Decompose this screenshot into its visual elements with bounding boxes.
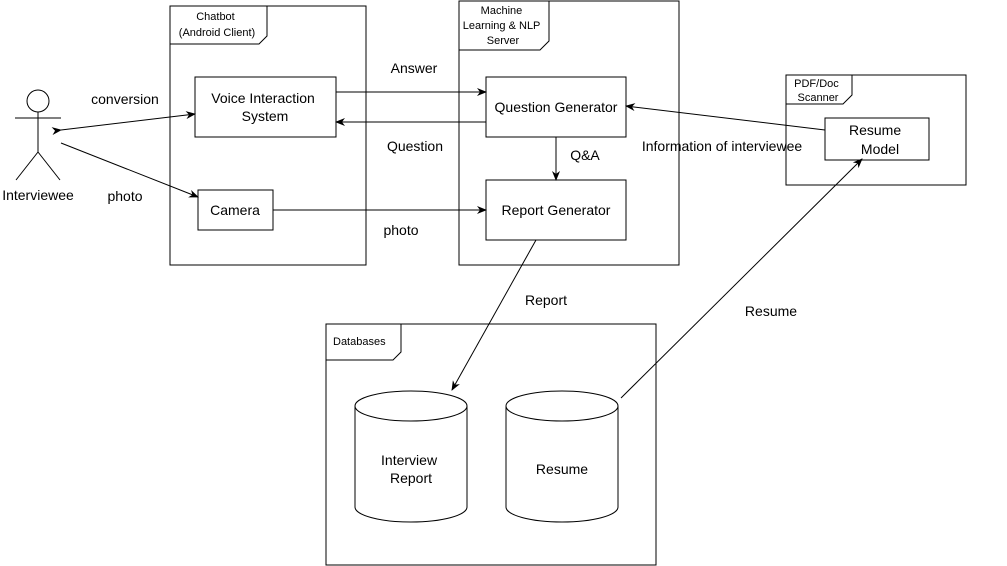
databases-frame: Databases bbox=[325, 323, 657, 566]
report-label: Report bbox=[525, 292, 567, 308]
actor-label: Interviewee bbox=[2, 187, 74, 203]
resume-model-box: Resume Model bbox=[824, 117, 930, 161]
question-label: Question bbox=[387, 138, 443, 154]
resume-db-label: Resume bbox=[536, 461, 588, 477]
report-edge bbox=[451, 239, 537, 391]
resume-label: Resume bbox=[745, 303, 797, 319]
voice-interaction-label: Voice Interaction System bbox=[211, 90, 318, 124]
server-frame-title: Machine Learning & NLP Server bbox=[463, 5, 544, 47]
info-label: Information of interviewee bbox=[642, 138, 803, 154]
databases-frame-title: Databases bbox=[333, 336, 386, 348]
voice-interaction-box: Voice Interaction System bbox=[194, 76, 337, 138]
question-generator-box: Question Generator bbox=[485, 76, 627, 138]
scanner-frame: PDF/Doc Scanner bbox=[785, 74, 967, 186]
report-generator-label: Report Generator bbox=[502, 202, 611, 218]
photo-camera-label: photo bbox=[383, 222, 418, 238]
chatbot-frame: Chatbot (Android Client) bbox=[169, 5, 367, 266]
resume-db: Resume bbox=[505, 390, 619, 523]
camera-box: Camera bbox=[197, 189, 274, 231]
camera-label: Camera bbox=[210, 202, 260, 218]
actor-head bbox=[26, 89, 50, 113]
photo-actor-label: photo bbox=[107, 188, 142, 204]
resume-model-label: Resume Model bbox=[849, 122, 905, 157]
actor-camera-edge bbox=[60, 142, 199, 198]
answer-label: Answer bbox=[391, 60, 438, 76]
question-generator-label: Question Generator bbox=[495, 99, 618, 115]
interviewee-actor: Interviewee bbox=[2, 89, 74, 203]
interview-report-db: Interview Report bbox=[354, 390, 468, 523]
scanner-frame-title: PDF/Doc Scanner bbox=[794, 78, 842, 104]
report-generator-box: Report Generator bbox=[485, 179, 627, 241]
qa-label: Q&A bbox=[570, 147, 600, 163]
resume-edge bbox=[620, 158, 863, 399]
interview-report-db-label: Interview Report bbox=[381, 452, 441, 486]
chatbot-frame-title: Chatbot (Android Client) bbox=[179, 11, 255, 39]
conversion-label: conversion bbox=[91, 91, 159, 107]
server-frame: Machine Learning & NLP Server bbox=[458, 0, 680, 266]
info-edge bbox=[625, 103, 826, 131]
actor-voice-edge bbox=[51, 111, 196, 136]
